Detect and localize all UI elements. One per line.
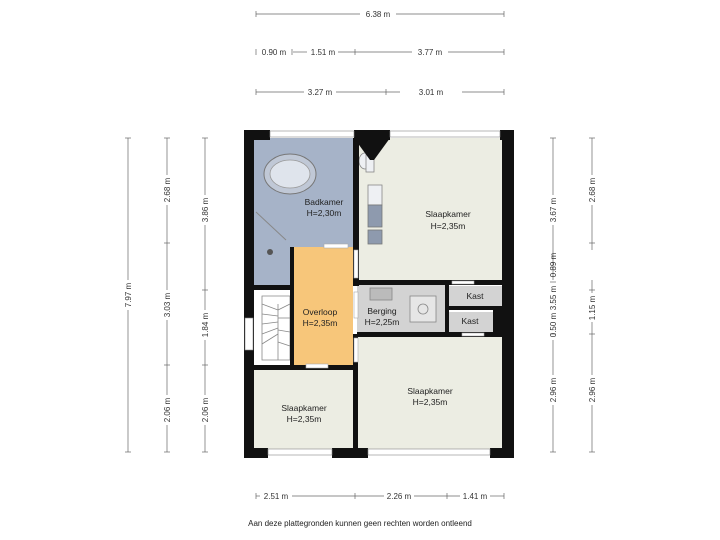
label-badkamer: Badkamer: [305, 197, 344, 207]
height-badkamer: H=2,30m: [307, 208, 342, 218]
height-berging: H=2,25m: [365, 317, 400, 327]
dim-top-row2-0: 0.90 m: [262, 48, 287, 57]
label-overloop: Overloop: [303, 307, 338, 317]
dim-right-outer-1: 1.15 m: [588, 295, 597, 320]
height-slaapkamer-right: H=2,35m: [413, 397, 448, 407]
dim-right-inner-4: 2.96 m: [549, 377, 558, 402]
dim-right-inner-0: 3.67 m: [549, 197, 558, 222]
dim-left-seg-0: 2.68 m: [163, 177, 172, 202]
windows: [244, 130, 501, 456]
label-slaapkamer-left: Slaapkamer: [281, 403, 327, 413]
dim-right-inner-3: 0.50 m: [549, 312, 558, 337]
dim-top-row2-1: 1.51 m: [311, 48, 336, 57]
dim-right-inner-2: 3.55 m: [549, 285, 558, 310]
door-openings: [305, 243, 485, 369]
washing-machine-icon: [409, 295, 437, 323]
dim-right-inner-1: 0.89 m: [549, 252, 558, 277]
dim-right-outer-0: 2.68 m: [588, 177, 597, 202]
dim-left-seg-2: 2.06 m: [163, 397, 172, 422]
dim-top-row3-1: 3.01 m: [419, 88, 444, 97]
floor-slaapkamer-right: [357, 336, 502, 451]
dim-top-total: 6.38 m: [366, 10, 391, 19]
dim-left-total: 7.97 m: [124, 282, 133, 307]
label-slaapkamer-top: Slaapkamer: [425, 209, 471, 219]
floor-slaapkamer-left: [254, 370, 353, 451]
dimension-lines: [125, 11, 595, 499]
dim-bottom-0: 2.51 m: [264, 492, 289, 501]
floor-overloop: [294, 247, 353, 365]
height-overloop: H=2,35m: [303, 318, 338, 328]
dim-top-row3-0: 3.27 m: [308, 88, 333, 97]
dim-right-outer-2: 2.96 m: [588, 377, 597, 402]
floor-kast-bottom: [449, 312, 493, 332]
dim-left-inner-2: 2.06 m: [201, 397, 210, 422]
floor-stair-area: [254, 290, 294, 365]
dim-left-inner-0: 3.86 m: [201, 197, 210, 222]
label-slaapkamer-right: Slaapkamer: [407, 386, 453, 396]
disclaimer-text: Aan deze plattegronden kunnen geen recht…: [248, 519, 472, 528]
dim-left-seg-1: 3.03 m: [163, 292, 172, 317]
dim-bottom-2: 1.41 m: [463, 492, 488, 501]
floor-badkamer: [254, 138, 357, 247]
sink-icon: [367, 184, 383, 245]
label-berging: Berging: [367, 306, 397, 316]
shower-icon: [255, 211, 287, 255]
boiler-icon: [369, 287, 393, 301]
height-slaapkamer-top: H=2,35m: [431, 221, 466, 231]
dim-bottom-1: 2.26 m: [387, 492, 412, 501]
label-kast-bottom: Kast: [461, 316, 479, 326]
walls: [244, 130, 514, 458]
floor-badkamer-corner: [254, 138, 294, 285]
floor-kast-top: [449, 286, 502, 306]
floor-slaapkamer-top: [359, 138, 502, 282]
bathtub-icon: [263, 153, 317, 195]
label-kast-top: Kast: [466, 291, 484, 301]
dim-top-row2-2: 3.77 m: [418, 48, 443, 57]
dim-left-inner-1: 1.84 m: [201, 312, 210, 337]
height-slaapkamer-left: H=2,35m: [287, 414, 322, 424]
